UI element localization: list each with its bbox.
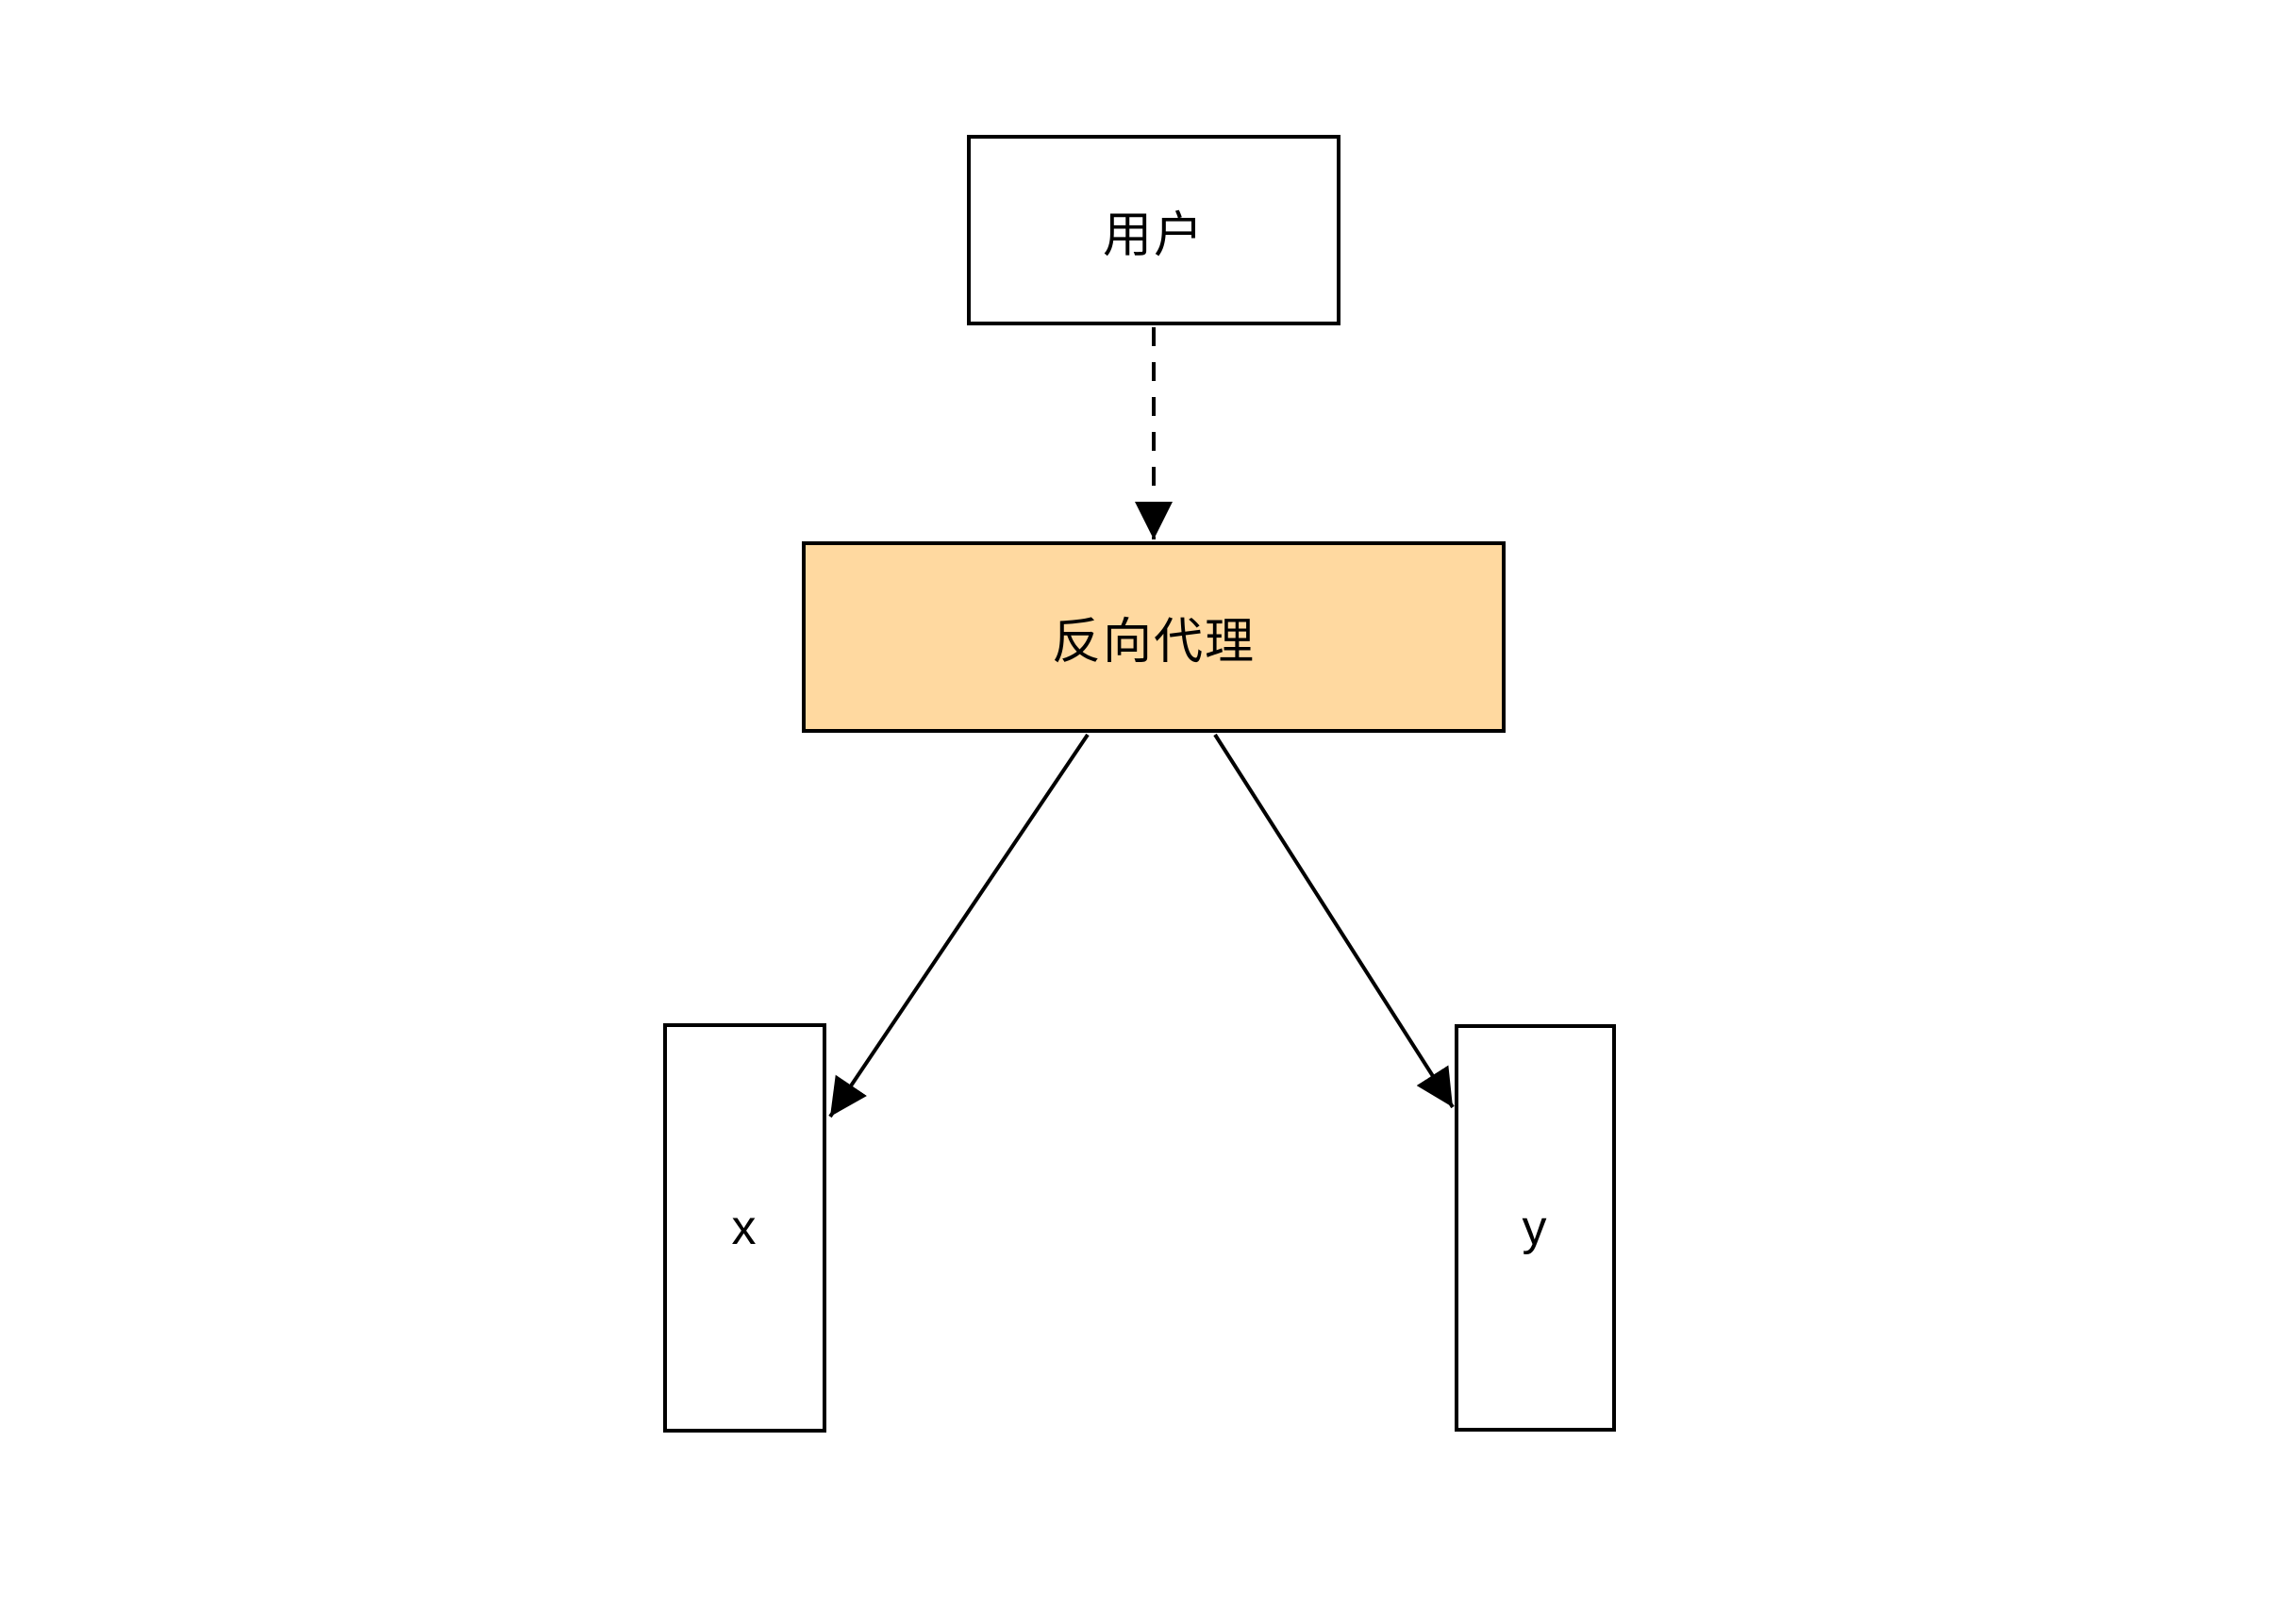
proxy-to-server-y-edge (1213, 733, 1455, 1109)
server-y-node-label: y (1522, 1201, 1549, 1255)
server-y-node: y (1455, 1024, 1616, 1432)
user-node-label: 用户 (1102, 207, 1205, 263)
user-node: 用户 (967, 135, 1340, 325)
server-x-node-label: x (731, 1201, 758, 1255)
proxy-to-server-x-edge (828, 733, 1090, 1119)
reverse-proxy-node: 反向代理 (802, 541, 1506, 733)
reverse-proxy-node-label: 反向代理 (1051, 615, 1256, 670)
server-x-node: x (663, 1023, 826, 1433)
